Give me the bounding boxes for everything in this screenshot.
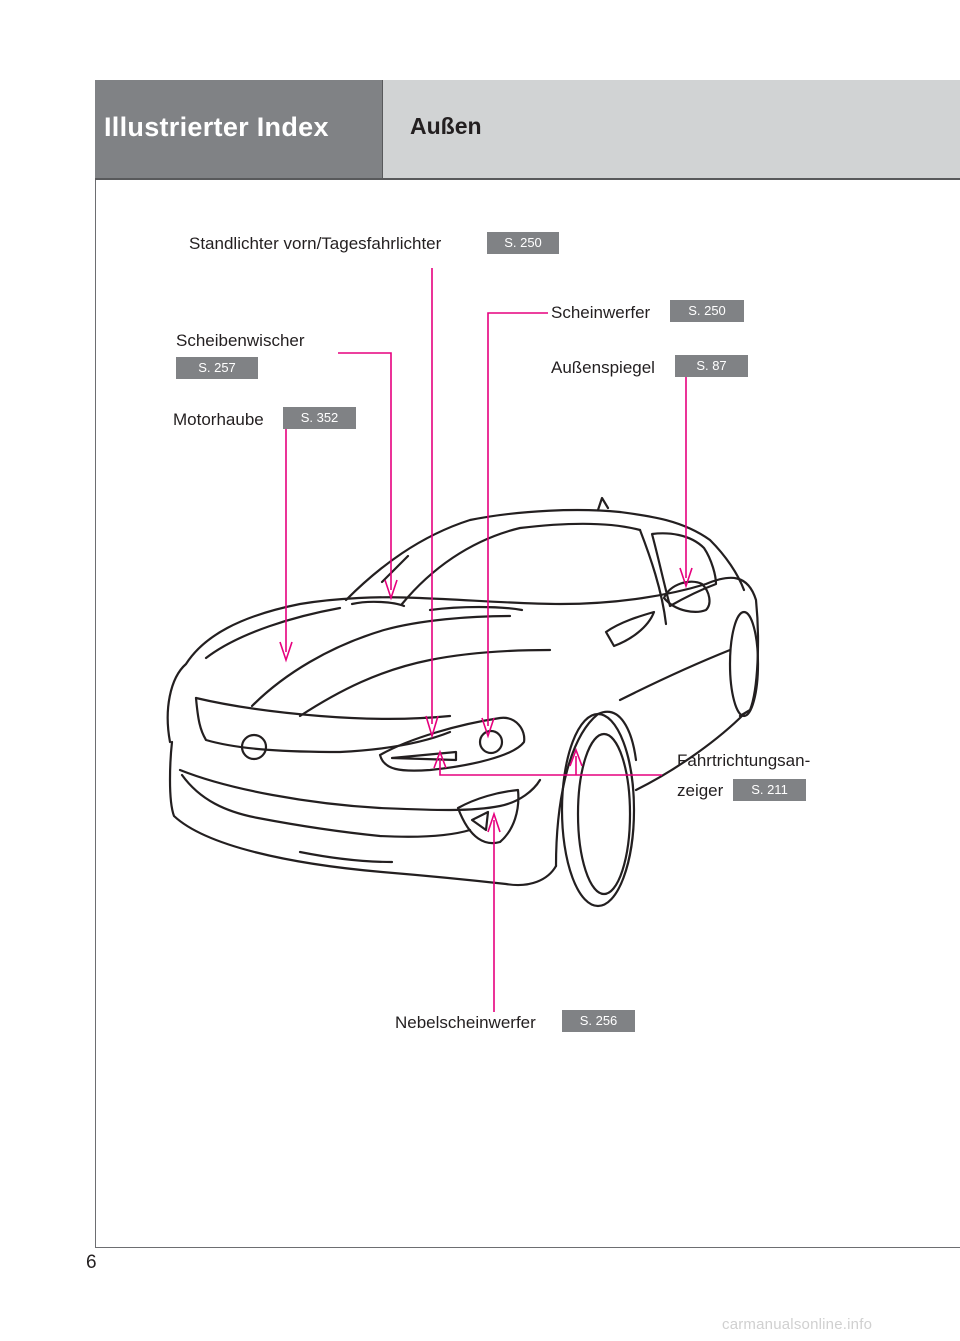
watermark-text: carmanualsonline.info [722,1316,873,1333]
label-motorhaube: Motorhaube [173,410,264,429]
label-fahrtrichtung-line2: zeiger [677,781,724,800]
subsection-title: Außen [410,113,482,139]
leader-fahrtrichtung-a [439,758,662,776]
page-frame [95,80,960,1248]
page-badge-fahrtrichtung[interactable]: S. 211 [733,779,806,801]
leader-lines [279,268,693,1012]
section-title: Illustrierter Index [104,112,329,142]
page-badge-scheibenwischer[interactable]: S. 257 [176,357,258,379]
leader-scheibenwischer [338,352,392,590]
page-badge-standlichter[interactable]: S. 250 [487,232,559,254]
header-divider [95,178,960,180]
label-nebelscheinwerfer: Nebelscheinwerfer [395,1013,536,1032]
section-header [95,80,382,179]
page-badge-motorhaube[interactable]: S. 352 [283,407,356,429]
page-number: 6 [86,1252,97,1273]
label-aussenspiegel: Außenspiegel [551,358,655,377]
leader-scheinwerfer [487,312,548,726]
label-scheinwerfer: Scheinwerfer [551,303,651,322]
label-standlichter: Standlichter vorn/Tagesfahrlichter [189,234,442,253]
arrow-scheibenwischer [384,579,398,601]
label-scheibenwischer: Scheibenwischer [176,331,305,350]
arrow-fahrtrichtung-a [433,749,447,769]
car-outline [166,496,760,908]
arrow-standlichter [425,715,439,739]
arrow-nebelscheinwerfer [487,811,501,833]
arrow-motorhaube [279,641,293,663]
page-badge-aussenspiegel[interactable]: S. 87 [675,355,748,377]
arrow-fahrtrichtung-b [569,747,583,767]
label-fahrtrichtung-line1: Fahrtrichtungsan- [677,751,811,770]
arrow-aussenspiegel [679,567,693,589]
page-badge-nebelscheinwerfer[interactable]: S. 256 [562,1010,635,1032]
subsection-header [382,80,960,179]
arrow-scheinwerfer [481,717,495,739]
page-badge-scheinwerfer[interactable]: S. 250 [670,300,744,322]
